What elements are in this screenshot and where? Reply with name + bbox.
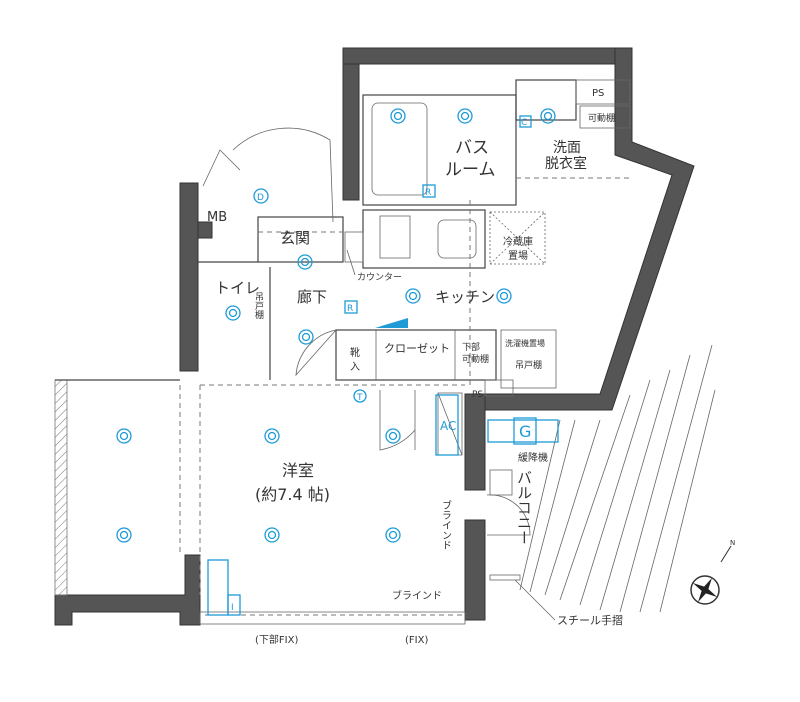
ceiling-light-icon [540,108,556,124]
lower-shelf-label-2: 可動棚 [462,353,489,365]
gas-label: G [519,422,531,441]
shoe-label-1: 靴 [350,346,360,359]
room-labels: MB 玄関 トイレ 吊戸棚 廊下 カウンター キッチン バス ルーム 洗面 脱衣… [207,88,623,646]
ps-top-label: PS [592,88,604,99]
ceiling-lights [116,108,556,543]
lower-fix-label: (下部FIX) [255,633,298,646]
ceiling-light-icon [119,431,129,441]
ceiling-light-icon [267,530,277,540]
mb-label: MB [207,210,227,225]
ceiling-light-icon [408,291,418,301]
balcony-label: バルコニー [515,470,533,545]
escape-ladder-label: 緩降機 [518,451,548,464]
ceiling-light-icon [405,288,421,304]
fix-label: (FIX) [405,635,428,646]
blind-bottom-label: ブラインド [392,589,442,602]
compass-icon: N [690,539,735,605]
walls [54,47,695,626]
ceiling-light-icon [300,257,310,267]
hallway-label: 廊下 [297,288,327,306]
counter-label: カウンター [357,272,402,283]
ac-unit [435,394,459,456]
ceiling-light-icon [116,428,132,444]
ceiling-light-icon [499,291,509,301]
bath-r-label: R [425,188,431,198]
ceiling-light-icon [298,329,314,345]
western-room-size: (約7.4 帖) [255,485,330,504]
steel-handrail-label: スチール手摺 [557,613,623,627]
blind-vertical-label: ブラインド [440,499,452,550]
shoe-label-2: 入 [350,362,360,373]
ceiling-light-icon [119,530,129,540]
phone-t-label: T [356,393,363,403]
ceiling-light-icon [228,308,238,318]
door-sensor-icon [253,188,269,204]
equipment: AC G D R R C T I [207,115,559,616]
range-hood-icon [375,318,408,328]
ceiling-light-icon [385,527,401,543]
toilet-label: トイレ [215,279,260,297]
hall-r-label: R [347,304,353,314]
closet-label: クローゼット [384,342,450,355]
lower-shelf-label-1: 下部 [462,341,480,353]
laundry-cabinet-label: 吊戸棚 [515,359,542,371]
interior-lines [179,79,716,625]
washroom-label-2: 脱衣室 [545,155,587,172]
toilet-cabinet-label: 吊戸棚 [253,292,264,320]
laundry-label: 洗濯機置場 [505,338,545,348]
ceiling-light-icon [388,530,398,540]
door-d-label: D [257,193,264,203]
ceiling-light-icon [301,332,311,342]
ps-mid-label: PS [472,390,483,400]
washroom-label-1: 洗面 [553,140,581,156]
entrance-label: 玄関 [280,229,310,247]
movable-shelf-label: 可動棚 [588,112,615,124]
wash-c-label: C [521,118,527,128]
fridge-label-2: 置場 [508,249,528,262]
ceiling-light-icon [264,428,280,444]
info-i-label: I [231,603,234,613]
ceiling-light-icon [116,527,132,543]
ceiling-light-icon [496,288,512,304]
gas-meter [487,419,559,443]
ceiling-light-icon [225,305,241,321]
ceiling-light-icon [264,527,280,543]
ceiling-light-icon [543,111,553,121]
western-room-label: 洋室 [282,461,314,480]
ceiling-light-icon [388,431,398,441]
ceiling-light-icon [297,254,313,270]
north-label: N [730,539,735,547]
bathroom-label-1: バス [455,138,489,158]
ceiling-light-icon [390,108,406,124]
ceiling-light-icon [460,111,470,121]
kitchen-label: キッチン [435,288,495,306]
ac-label: AC [440,419,456,433]
ceiling-light-icon [267,431,277,441]
fridge-label-1: 冷蔵庫 [503,235,533,248]
ceiling-light-icon [393,111,403,121]
ceiling-light-icon [385,428,401,444]
bathroom-label-2: ルーム [445,160,496,180]
ceiling-light-icon [457,108,473,124]
